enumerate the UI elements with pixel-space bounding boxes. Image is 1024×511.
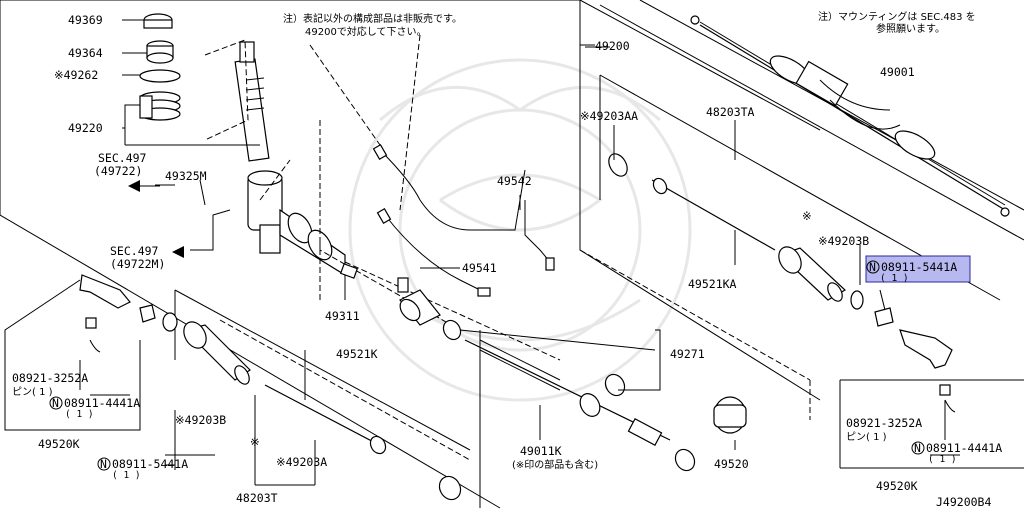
right-tierod-end	[899, 329, 956, 413]
label-left-08921[interactable]: 08921-3252A	[12, 371, 88, 385]
star-mark-left: ※	[250, 435, 260, 449]
watermark-emblem	[348, 58, 692, 402]
label-49011k[interactable]: 49011K	[520, 444, 562, 458]
steering-gear-assembly	[690, 15, 1010, 217]
label-49200[interactable]: 49200	[595, 39, 630, 53]
leader-lines	[79, 19, 960, 486]
qty-08911-5441a-right: ( 1 )	[880, 273, 909, 284]
label-49220[interactable]: 49220	[68, 121, 103, 135]
label-49520[interactable]: 49520	[714, 457, 749, 471]
left-tierod	[139, 304, 462, 501]
qty-08911-5441a-left: ( 1 )	[112, 470, 141, 481]
n-mark-right-bottom: N	[914, 441, 921, 455]
label-49271[interactable]: 49271	[670, 347, 705, 361]
n-mark-left-bottom: N	[100, 457, 107, 471]
arrows	[128, 180, 184, 258]
note-main-line2: 49200で対応して下さい。	[305, 25, 427, 38]
rack-shaft	[442, 319, 696, 472]
rack-housing	[247, 159, 561, 361]
label-49325m[interactable]: 49325M	[165, 169, 207, 183]
label-49520k-right[interactable]: 49520K	[876, 479, 918, 493]
label-48203ta[interactable]: 48203TA	[706, 105, 755, 119]
left-tierod-box	[4, 279, 141, 431]
label-49203b-right[interactable]: ※49203B	[818, 234, 869, 248]
star-mark-right: ※	[802, 209, 812, 223]
label-right-08911-4441a[interactable]: 08911-4441A	[926, 441, 1002, 455]
label-right-08921[interactable]: 08921-3252A	[846, 416, 922, 430]
n-mark-left-top: N	[52, 396, 59, 410]
label-08911-5441a-left[interactable]: 08911-5441A	[112, 457, 188, 471]
label-08911-5441a-right[interactable]: 08911-5441A	[881, 260, 957, 274]
label-sec497-b[interactable]: SEC.497	[110, 244, 159, 258]
label-49001[interactable]: 49001	[880, 65, 915, 79]
label-49521ka[interactable]: 49521KA	[688, 277, 737, 291]
label-right-pin: ピン( 1 )	[846, 431, 887, 443]
label-49203b-left[interactable]: ※49203B	[175, 413, 226, 427]
n-mark-right: N	[869, 260, 876, 274]
qty-right-08911-4441a: ( 1 )	[928, 454, 957, 465]
note-mount-line1: 注）マウンティングは SEC.483 を	[818, 10, 976, 23]
label-49542[interactable]: 49542	[497, 174, 532, 188]
left-tierod-end	[79, 274, 131, 353]
label-49203aa[interactable]: ※49203AA	[580, 109, 638, 123]
label-sec497-a-sub: (49722)	[94, 164, 142, 178]
diagram-code: J49200B4	[936, 495, 991, 509]
label-sec497-b-sub: (49722M)	[110, 257, 165, 271]
labels: 注）表記以外の構成部品は非販売です。 49200で対応して下さい。 注）マウンテ…	[12, 10, 1002, 509]
pinion-components	[139, 13, 270, 162]
label-left-08911-4441a[interactable]: 08911-4441A	[64, 396, 140, 410]
label-48203t[interactable]: 48203T	[236, 491, 278, 505]
label-49369[interactable]: 49369	[68, 13, 103, 27]
label-49311[interactable]: 49311	[325, 309, 360, 323]
label-49521k[interactable]: 49521K	[336, 347, 378, 361]
label-49520k-left[interactable]: 49520K	[38, 437, 80, 451]
label-49011k-note: (※印の部品も含む)	[512, 458, 598, 471]
right-tierod	[608, 153, 894, 327]
label-49364[interactable]: 49364	[68, 46, 103, 60]
bushings	[339, 263, 747, 434]
qty-left-08911-4441a: ( 1 )	[65, 409, 94, 420]
label-left-pin: ピン( 1 )	[12, 386, 53, 398]
highlight-08911-5441a[interactable]	[865, 255, 971, 283]
note-mount-line2: 参照願います。	[876, 22, 945, 35]
label-sec497-a[interactable]: SEC.497	[98, 151, 147, 165]
label-49262[interactable]: ※49262	[54, 68, 98, 82]
fluid-tubes	[309, 34, 555, 331]
label-49203a[interactable]: ※49203A	[276, 455, 327, 469]
label-49541[interactable]: 49541	[462, 261, 497, 275]
note-main-line1: 注）表記以外の構成部品は非販売です。	[283, 12, 462, 25]
